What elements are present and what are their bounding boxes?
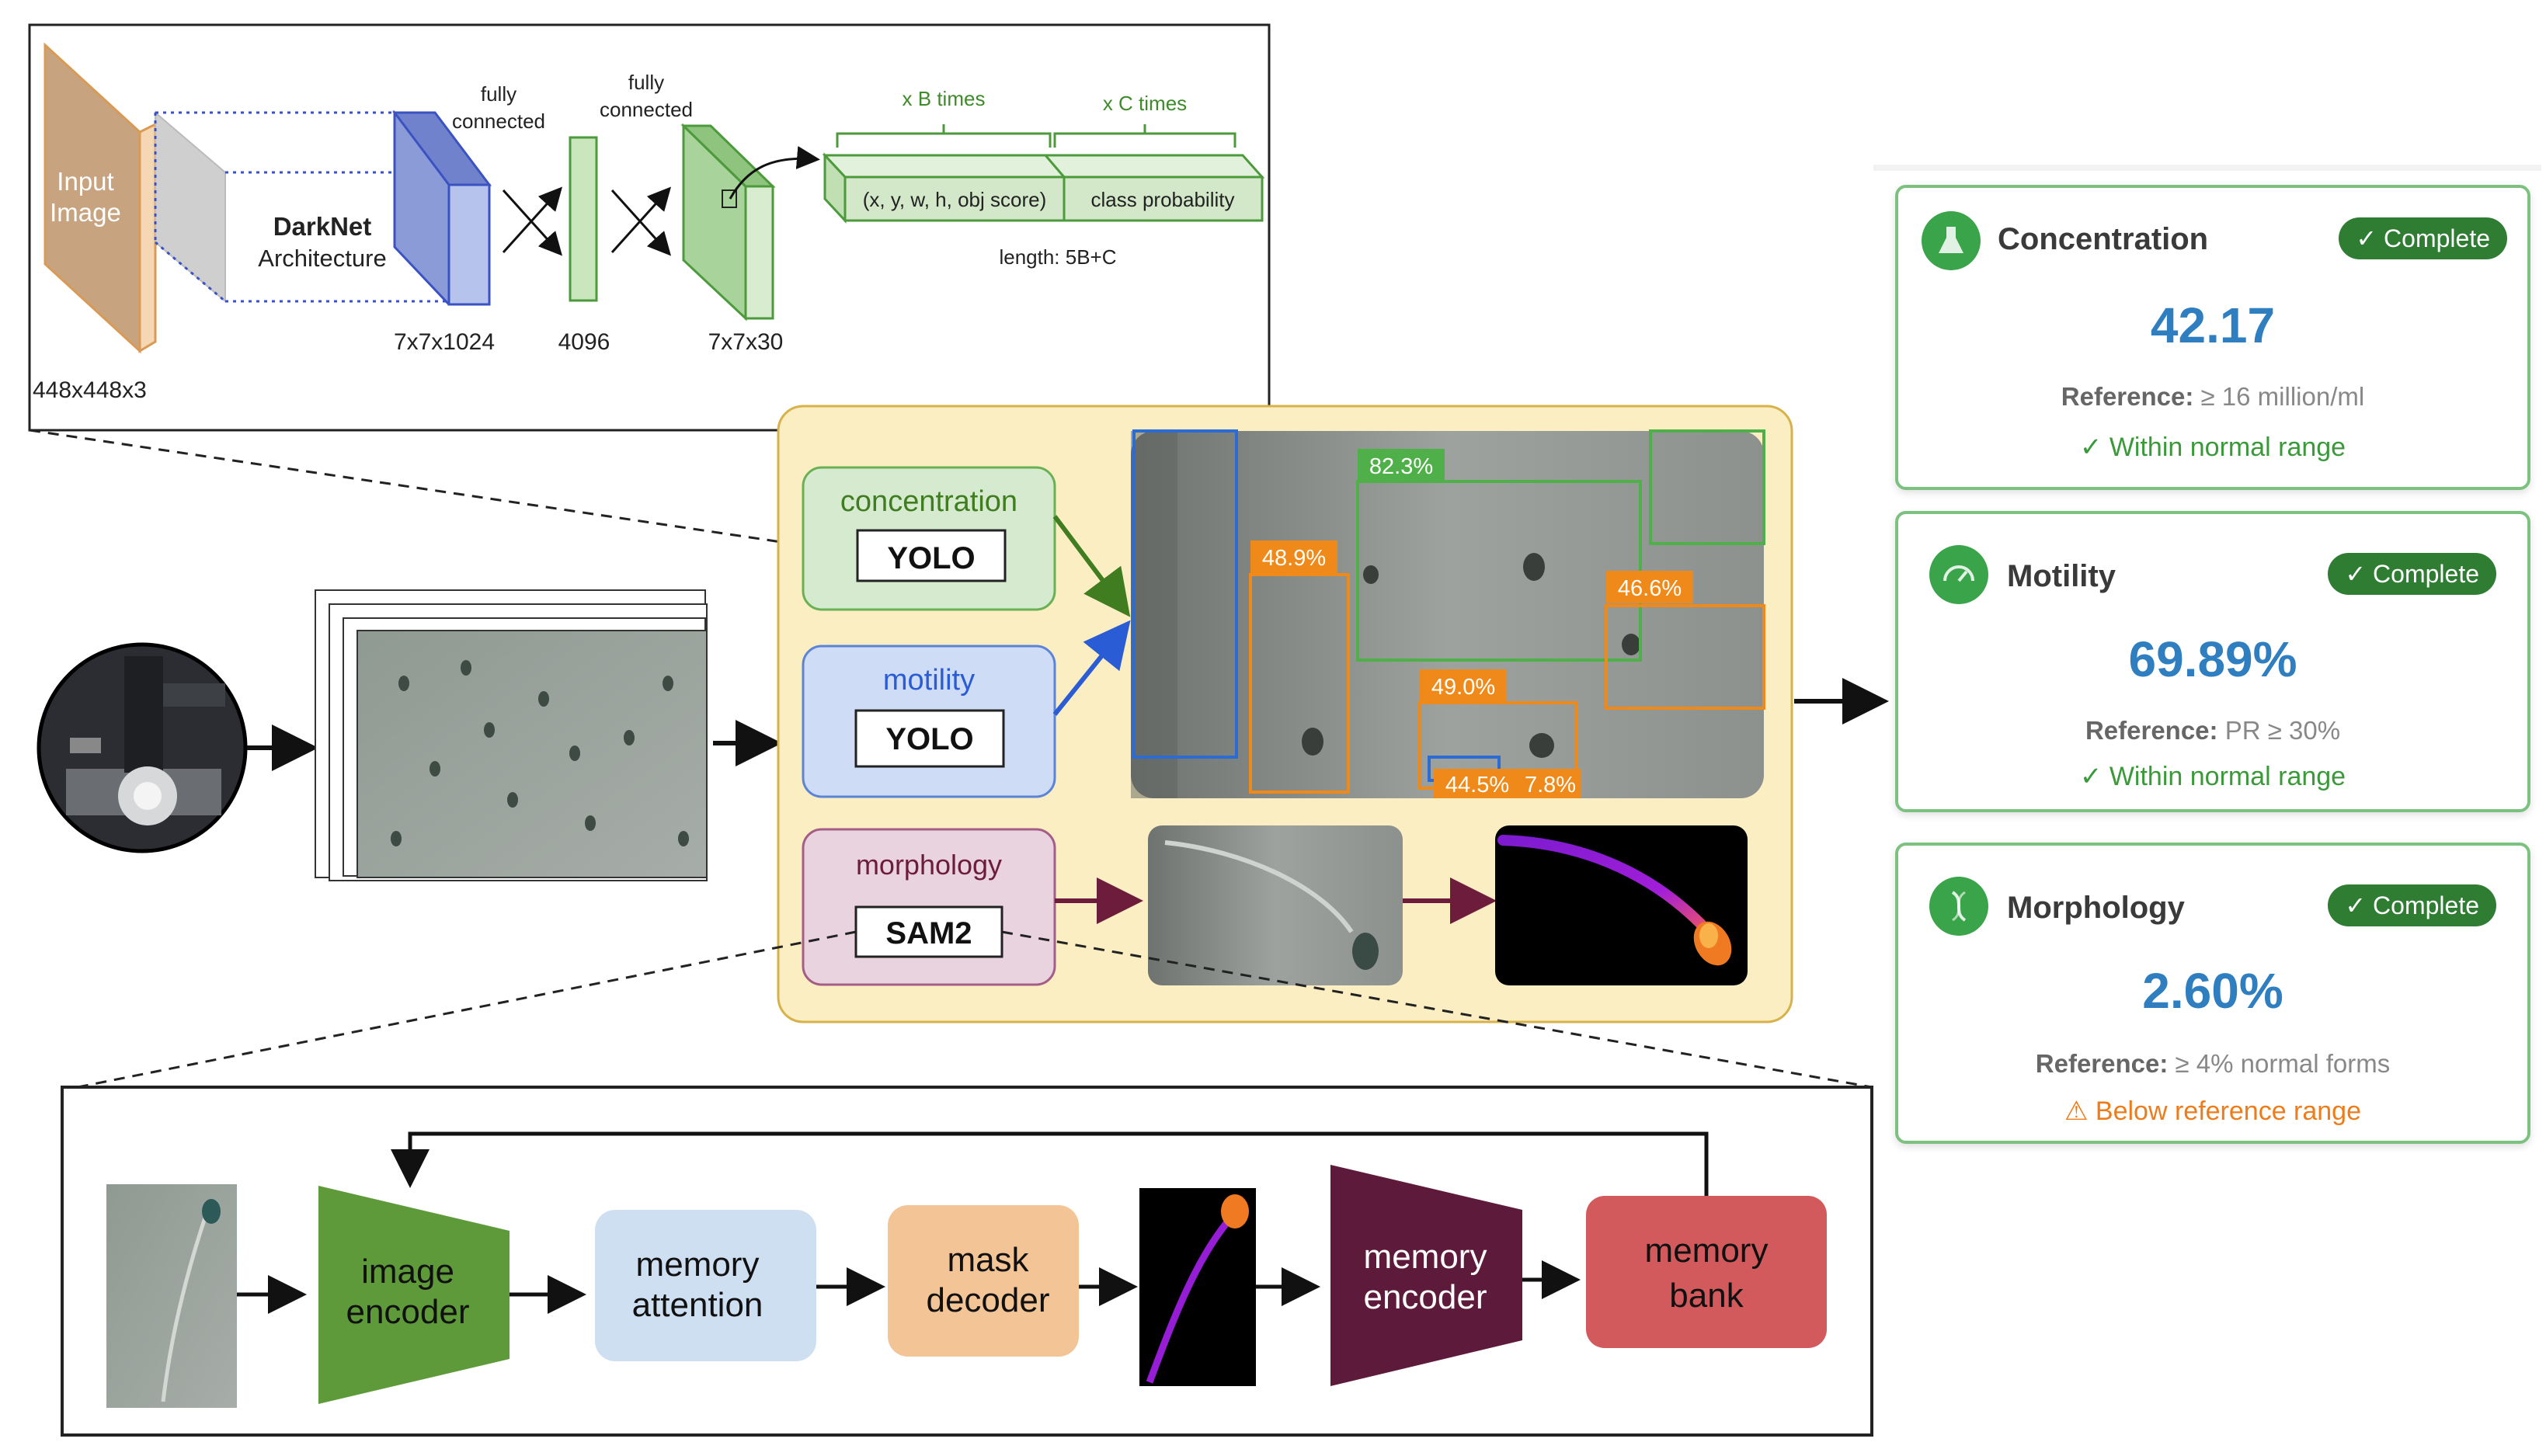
motility-model: YOLO [885, 722, 973, 756]
motility-status-text: ✓ Within normal range [2079, 762, 2346, 791]
mask-decoder-label-2: decoder [926, 1281, 1049, 1319]
concentration-module: concentration YOLO [802, 466, 1056, 611]
mask-decoder-label-1: mask [947, 1241, 1029, 1279]
concentration-status-badge: ✓ Complete [2339, 217, 2507, 259]
mask-decoder-block [888, 1205, 1079, 1357]
memory-bank-label-1: memory [1645, 1232, 1769, 1270]
micrograph-stack [315, 589, 708, 881]
memory-bank-label-2: bank [1669, 1277, 1744, 1315]
morphology-value: 2.60% [2142, 963, 2283, 1019]
class-vector-cell [1063, 175, 1264, 222]
morphology-result-card: Morphology ✓ Complete 2.60% Reference: ≥… [1895, 843, 2530, 1144]
motility-card-title: Motility [2007, 559, 2116, 593]
concentration-title: concentration [840, 485, 1017, 518]
concentration-result-card: Concentration ✓ Complete 42.17 Reference… [1895, 185, 2530, 490]
detection-image: 82.3% 48.9% 46.6% 49.0% 44.5% 7.8% [1131, 429, 1765, 798]
morphology-title: morphology [856, 849, 1002, 881]
input-label-1: Input [57, 167, 113, 196]
flask-icon [1922, 211, 1981, 270]
memory-encoder-label-2: encoder [1363, 1278, 1487, 1316]
motility-value: 69.89% [2128, 631, 2297, 687]
motility-result-card: Motility ✓ Complete 69.89% Reference: PR… [1895, 511, 2530, 812]
sam2-architecture-panel: image encoder memory attention mask deco… [61, 1086, 1873, 1437]
microscope-photo [37, 642, 248, 853]
reference-value: PR ≥ 30% [2224, 716, 2341, 745]
b-times-label: x B times [903, 87, 986, 110]
reference-value: ≥ 4% normal forms [2175, 1049, 2391, 1078]
det-label-2: 48.9% [1262, 546, 1326, 571]
image-encoder-block [318, 1186, 510, 1404]
concentration-reference: Reference: ≥ 16 million/ml [1898, 382, 2527, 412]
det-label-5: 44.5% [1445, 773, 1509, 797]
motility-title: motility [883, 664, 975, 697]
size-1024-label: 7x7x1024 [394, 329, 495, 355]
memory-bank-block [1586, 1196, 1827, 1348]
image-encoder-label-1: image [361, 1253, 454, 1291]
memory-attention-label-2: attention [632, 1286, 763, 1324]
fc2-label-1: fully [628, 71, 664, 94]
memory-encoder-block [1330, 1165, 1522, 1386]
sperm-crop-image [1148, 825, 1403, 985]
concentration-card-title: Concentration [1998, 222, 2209, 256]
speedometer-icon [1929, 545, 1988, 604]
darknet-architecture-panel: Input Image 448x448x3 DarkNet Architectu… [28, 23, 1271, 432]
results-header-strip [1873, 165, 2541, 171]
det-label-3: 46.6% [1618, 576, 1682, 601]
reference-label: Reference: [2035, 1049, 2169, 1078]
reference-label: Reference: [2085, 716, 2218, 745]
darknet-label: DarkNet [273, 212, 372, 241]
morphology-reference: Reference: ≥ 4% normal forms [1898, 1049, 2527, 1079]
reference-label: Reference: [2061, 382, 2194, 411]
box-cell-label: (x, y, w, h, obj score) [863, 188, 1046, 211]
image-encoder-label-2: encoder [346, 1293, 469, 1331]
morphology-model: SAM2 [885, 916, 972, 950]
morphology-module: morphology SAM2 [802, 828, 1056, 986]
length-label: length: 5B+C [999, 245, 1116, 269]
class-cell-label: class probability [1091, 188, 1235, 211]
c-times-label: x C times [1103, 92, 1187, 115]
morphology-status-text: ⚠ Below reference range [2064, 1096, 2362, 1126]
det-label-6: 7.8% [1525, 773, 1576, 797]
size-4096-label: 4096 [558, 329, 610, 355]
morphology-card-title: Morphology [2007, 891, 2185, 925]
concentration-model: YOLO [887, 541, 975, 575]
memory-attention-block [595, 1210, 816, 1361]
motility-module: motility YOLO [802, 645, 1056, 798]
motility-status-badge: ✓ Complete [2328, 553, 2496, 595]
fc-4096-block [569, 136, 598, 302]
memory-attention-label-1: memory [636, 1246, 760, 1284]
concentration-value: 42.17 [2150, 297, 2276, 353]
memory-encoder-label-1: memory [1364, 1238, 1487, 1276]
dna-icon [1929, 877, 1988, 936]
segmentation-mask-image [1495, 825, 1748, 985]
input-size-label: 448x448x3 [33, 377, 147, 403]
reference-value: ≥ 16 million/ml [2200, 382, 2365, 411]
input-label-2: Image [50, 198, 121, 227]
fc1-label-1: fully [481, 82, 517, 106]
det-label-4: 49.0% [1431, 675, 1495, 700]
fc2-label-2: connected [600, 98, 693, 121]
architecture-label: Architecture [258, 245, 386, 272]
size-30-label: 7x7x30 [708, 329, 784, 355]
fc1-label-2: connected [452, 109, 545, 133]
morphology-status-badge: ✓ Complete [2328, 884, 2496, 926]
det-label-1: 82.3% [1369, 454, 1433, 479]
concentration-status-text: ✓ Within normal range [2079, 433, 2346, 462]
motility-reference: Reference: PR ≥ 30% [1898, 716, 2527, 745]
